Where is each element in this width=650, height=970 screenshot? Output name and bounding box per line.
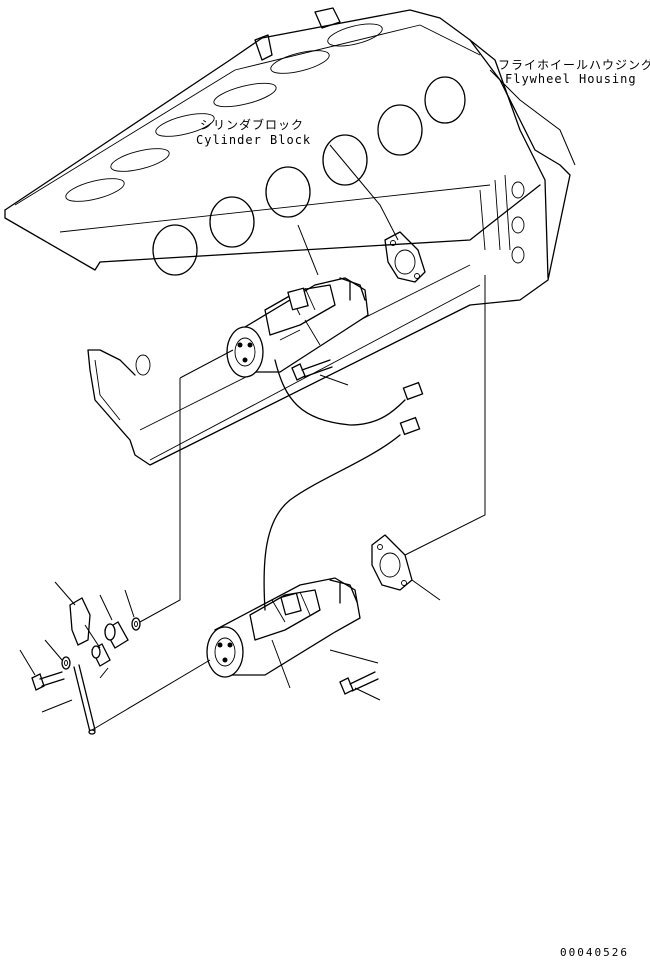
flywheel-housing-label-jp: フライホイールハウジング [498,58,650,72]
washer-left [61,656,71,670]
bolt-lower [339,671,379,695]
washer-right [131,617,141,631]
spacer-small [91,643,111,667]
cylinder-block-label-en: Cylinder Block [196,133,312,147]
spacer-large [104,621,129,649]
bolt-upper [291,359,333,381]
wire-harness-upper [274,359,424,426]
bolt-small [31,671,65,691]
flywheel-housing-label-en: Flywheel Housing [505,72,637,86]
gasket-lower [371,534,413,591]
starter-motor-lower [206,577,361,678]
drawing-number: 00040526 [560,946,629,959]
stud-rod [73,664,96,735]
gasket-upper [384,231,426,283]
cylinder-block-label-jp: シリンダブロック [200,118,305,132]
terminal-boot [69,597,91,646]
leader-lines [19,69,576,731]
wire-harness-lower [263,416,421,611]
starter-motor-upper [226,277,369,378]
